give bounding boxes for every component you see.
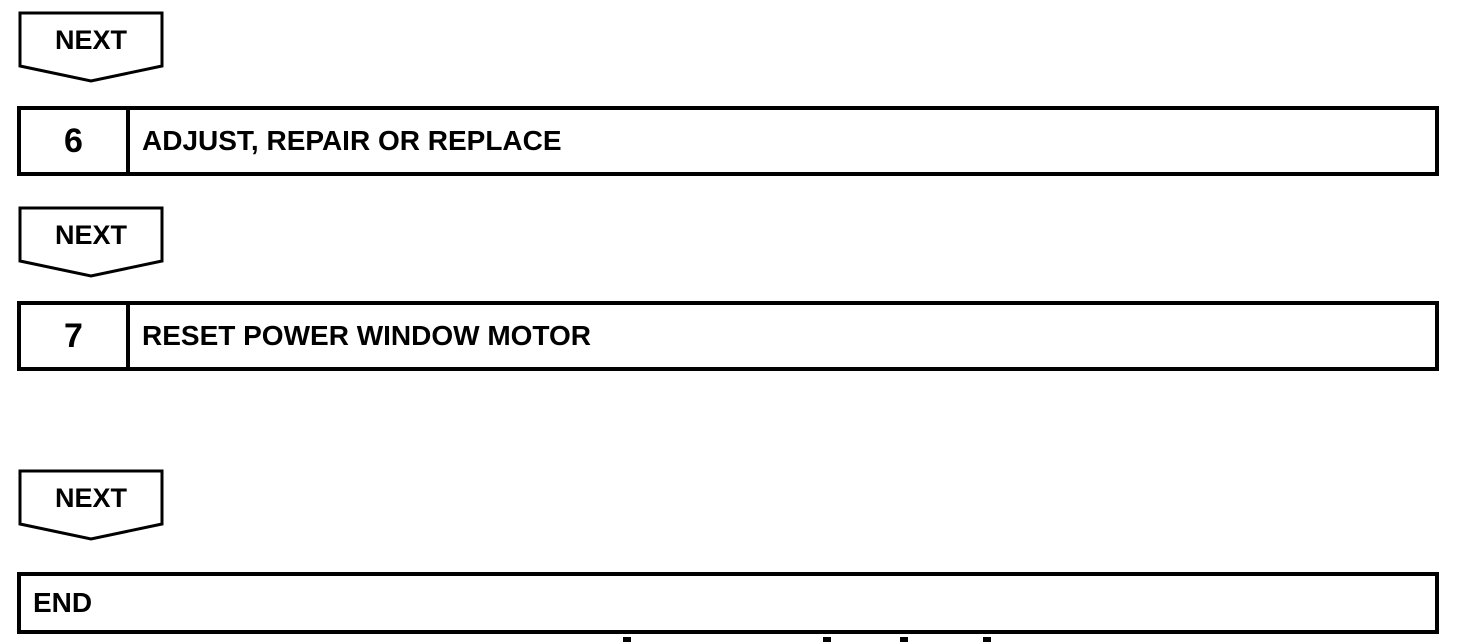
step-title: RESET POWER WINDOW MOTOR (142, 320, 592, 351)
step-6-box: 6 ADJUST, REPAIR OR REPLACE (17, 106, 1439, 176)
step-number: 7 (21, 305, 130, 367)
next-arrow-tag: NEXT (18, 11, 164, 83)
next-label: NEXT (54, 483, 127, 513)
step-7-box: 7 RESET POWER WINDOW MOTOR (17, 301, 1439, 371)
end-label: END (33, 587, 93, 618)
next-arrow-shape (18, 11, 164, 83)
next-label: NEXT (54, 25, 127, 55)
step-number: 6 (21, 110, 130, 172)
end-box: END (17, 572, 1439, 634)
next-arrow-tag: NEXT (18, 206, 164, 278)
step-title: ADJUST, REPAIR OR REPLACE (142, 125, 562, 156)
next-label: NEXT (54, 220, 127, 250)
next-arrow-shape (18, 206, 164, 278)
next-arrow-tag: NEXT (18, 469, 164, 541)
cropped-text-fragments (623, 637, 991, 642)
next-arrow-shape (18, 469, 164, 541)
